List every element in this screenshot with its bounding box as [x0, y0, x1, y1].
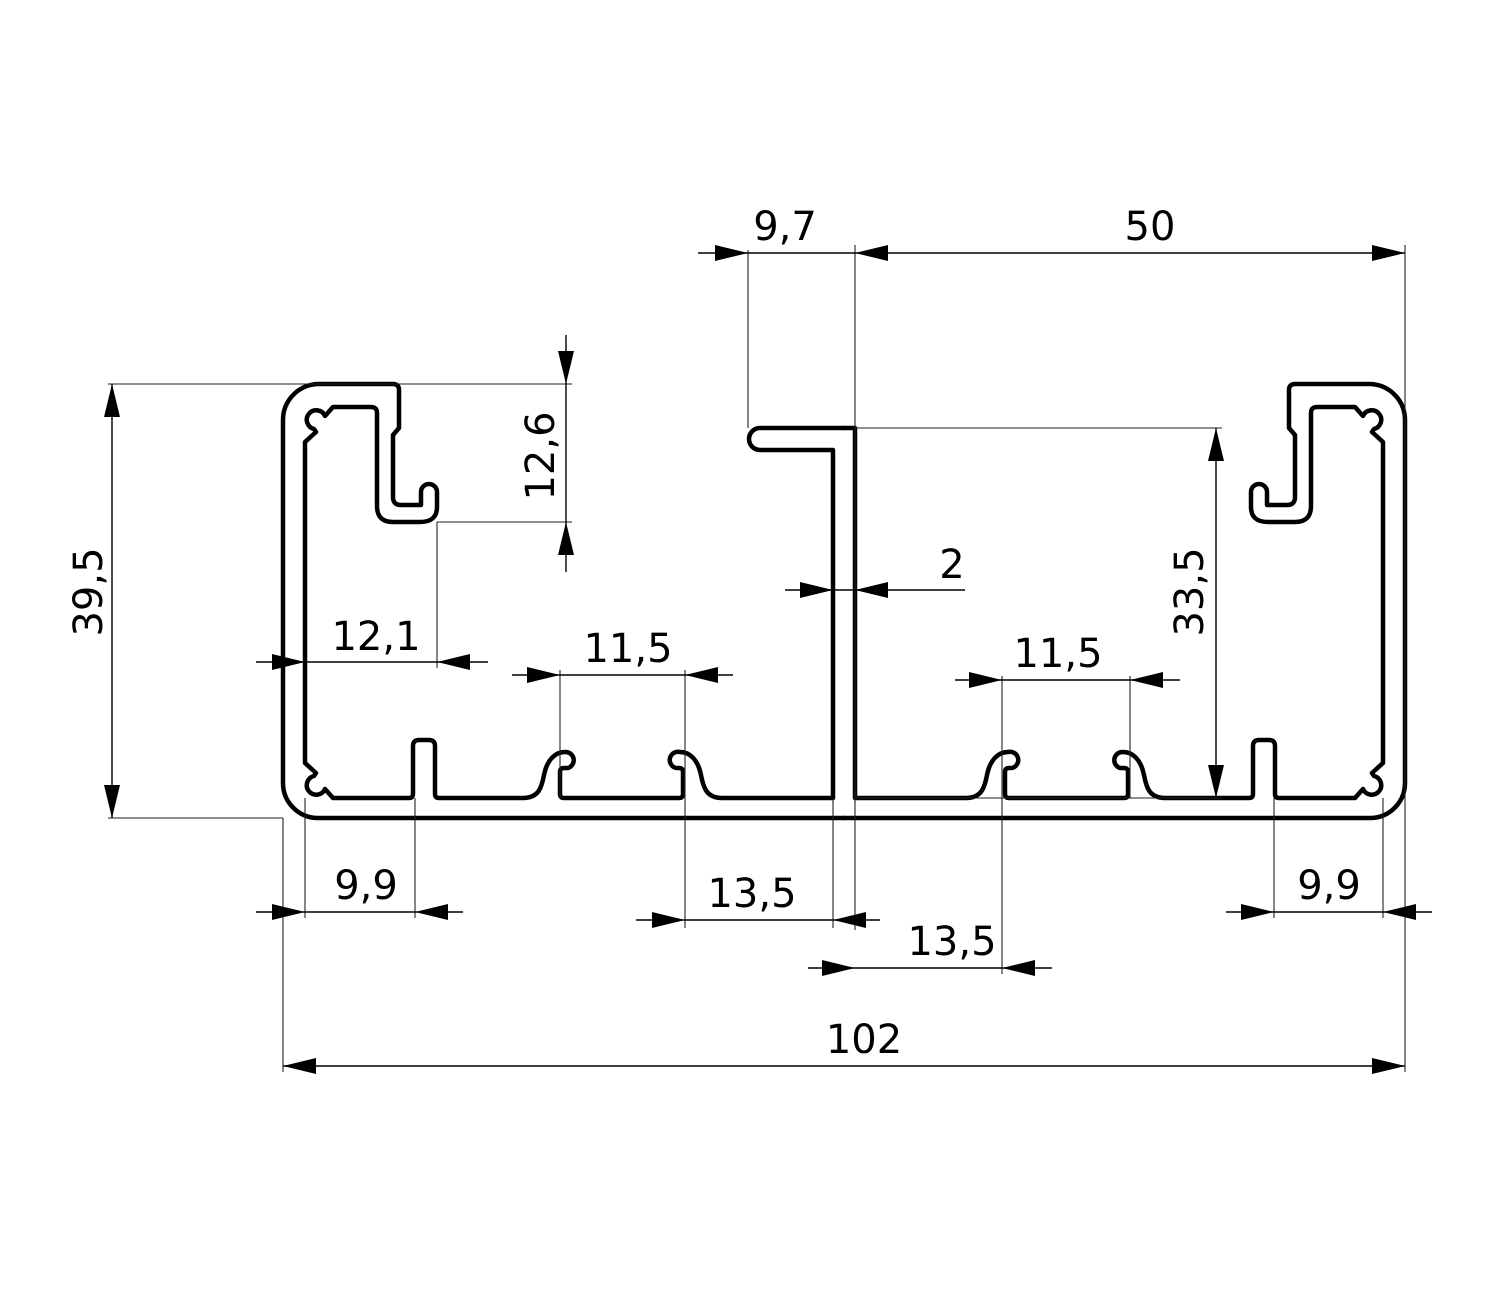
- dim-13-5-right-a-arrowhead: [822, 960, 855, 976]
- dim-label-102: 102: [826, 1017, 902, 1063]
- dim-102-right-arrowhead: [1372, 1058, 1405, 1074]
- dim-13-5-left-a-arrowhead: [652, 912, 685, 928]
- dim-label-12-6: 12,6: [518, 411, 564, 500]
- extension-lines: [108, 245, 1406, 1072]
- profile-outline: [280, 381, 1408, 821]
- dim-label-11-5-left: 11,5: [583, 626, 672, 672]
- dim-50-right-arrowhead: [1372, 245, 1405, 261]
- dim-102-left-arrowhead: [283, 1058, 316, 1074]
- dim-label-9-7: 9,7: [753, 204, 817, 250]
- dim-label-33-5: 33,5: [1167, 547, 1213, 636]
- dim-13-5-right-b-arrowhead: [1002, 960, 1035, 976]
- dim-2-left-arrowhead: [800, 582, 833, 598]
- dim-12-1-left-arrowhead: [272, 654, 305, 670]
- dim-11-5-right-a-arrowhead: [969, 672, 1002, 688]
- dim-label-50: 50: [1125, 204, 1176, 250]
- dim-33-5-bottom-arrowhead: [1208, 765, 1224, 798]
- dim-9-9-left-b-arrowhead: [415, 904, 448, 920]
- dim-39-5-bottom-arrowhead: [104, 785, 120, 818]
- dim-9-7-right-arrowhead: [855, 245, 888, 261]
- dim-12-6-top-arrowhead: [558, 351, 574, 384]
- dim-11-5-right-b-arrowhead: [1130, 672, 1163, 688]
- dim-label-13-5-left: 13,5: [707, 871, 796, 917]
- dim-39-5-top-arrowhead: [104, 384, 120, 417]
- dim-13-5-left-b-arrowhead: [833, 912, 866, 928]
- dim-9-9-right-b-arrowhead: [1383, 904, 1416, 920]
- dim-label-12-1: 12,1: [331, 614, 420, 660]
- dim-11-5-left-a-arrowhead: [527, 667, 560, 683]
- dim-9-9-left-a-arrowhead: [272, 904, 305, 920]
- dim-12-6-bottom-arrowhead: [558, 522, 574, 555]
- dim-label-9-9-right: 9,9: [1297, 863, 1361, 909]
- dim-label-9-9-left: 9,9: [334, 863, 398, 909]
- dim-11-5-left-b-arrowhead: [685, 667, 718, 683]
- dim-33-5-top-arrowhead: [1208, 428, 1224, 461]
- dimension-lines: [104, 245, 1432, 1074]
- profile-left-half: [280, 381, 847, 821]
- dim-2-right-arrowhead: [855, 582, 888, 598]
- dim-label-11-5-right: 11,5: [1013, 631, 1102, 677]
- dimension-labels: 9,7 50 39,5 12,6 12,1 11,5 2 33,5 11,5 9…: [66, 204, 1361, 1063]
- dim-label-39-5: 39,5: [66, 547, 112, 636]
- dim-12-1-right-arrowhead: [437, 654, 470, 670]
- dim-9-9-right-a-arrowhead: [1241, 904, 1274, 920]
- dim-label-2: 2: [939, 542, 964, 588]
- profile-right-half: [841, 381, 1408, 821]
- dim-label-13-5-right: 13,5: [907, 919, 996, 965]
- dim-9-7-left-arrowhead: [715, 245, 748, 261]
